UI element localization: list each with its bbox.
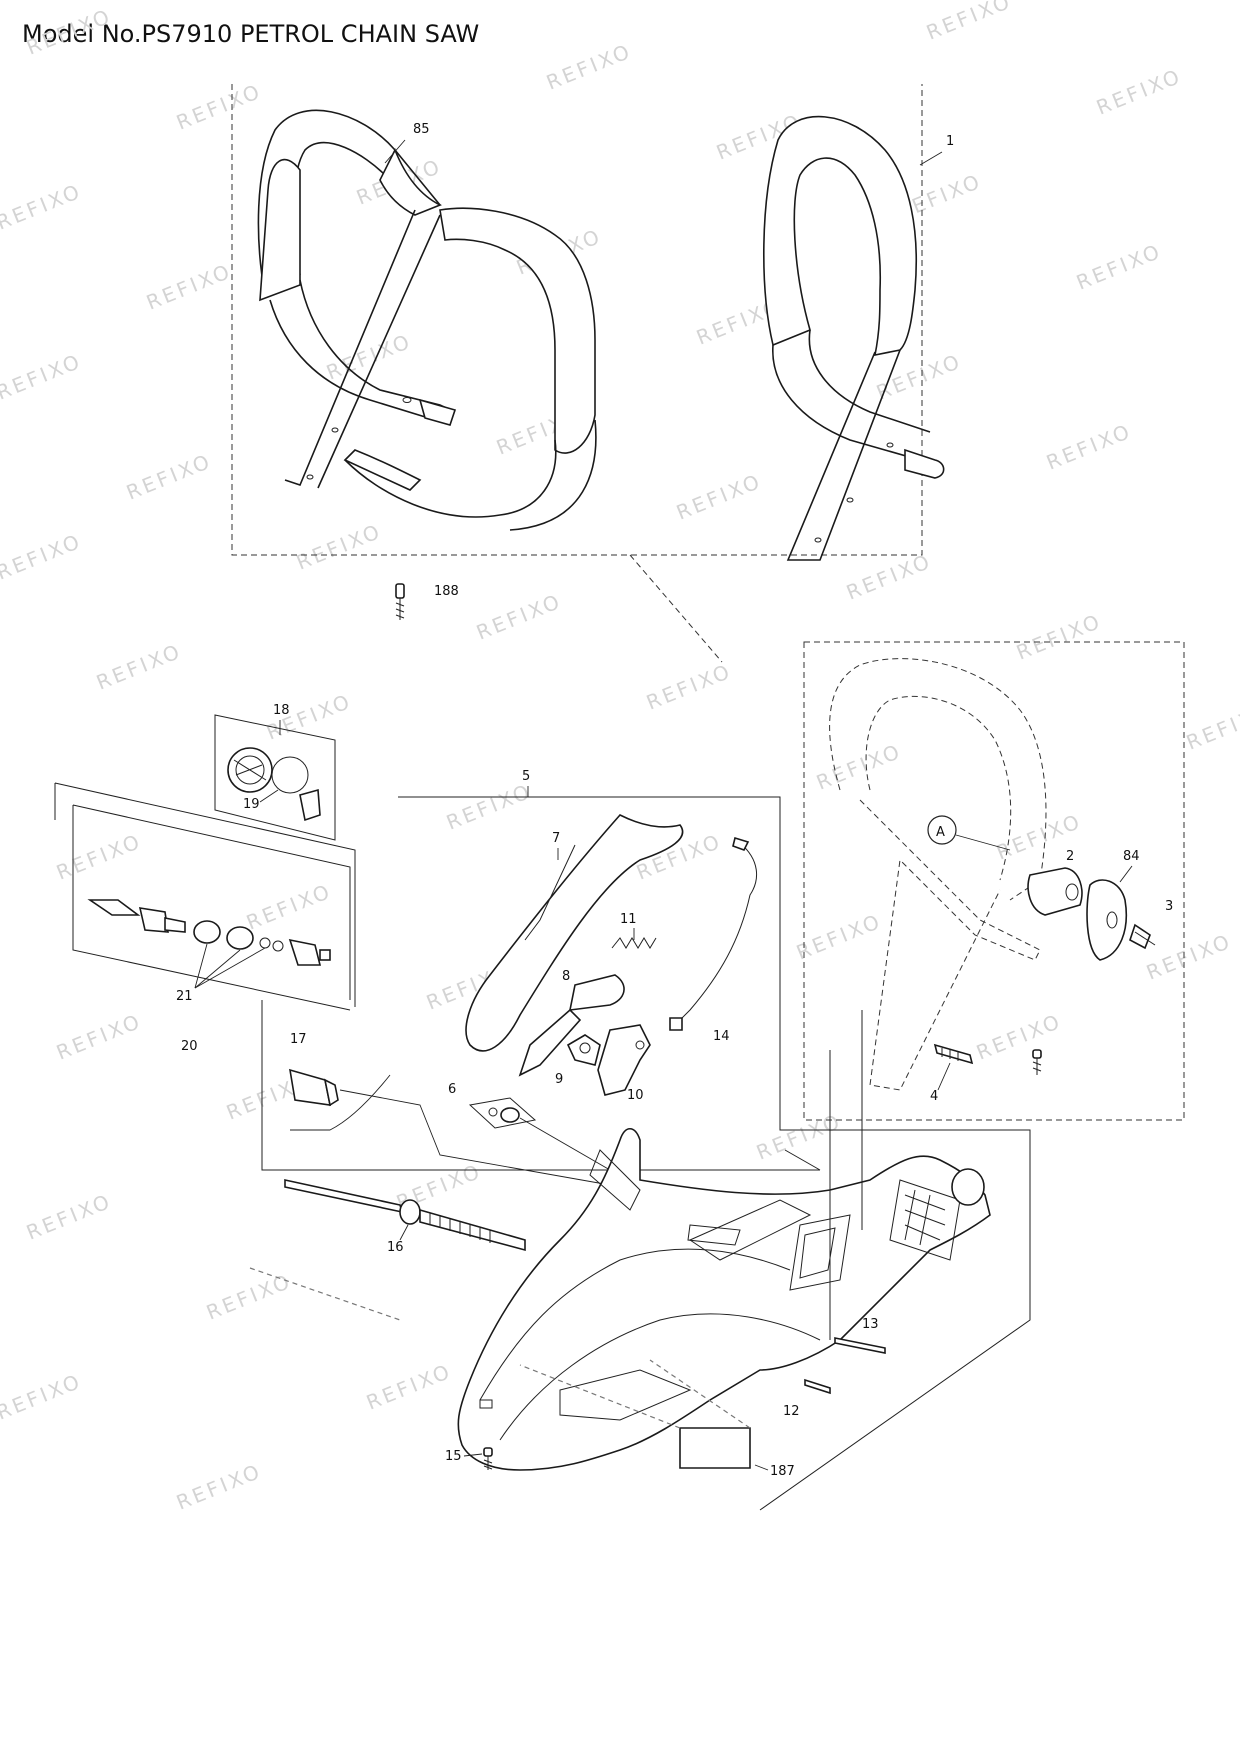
front-handle-1 [763, 115, 945, 561]
watermark: REFIXO [0, 179, 85, 235]
watermark: REFIXO [1183, 699, 1240, 755]
callout-21: 21 [176, 989, 193, 1004]
callout-10: 10 [627, 1088, 644, 1103]
callout-14: 14 [713, 1029, 730, 1044]
watermark: REFIXO [873, 349, 966, 405]
grommet-6 [468, 1097, 537, 1129]
cap-assembly-outline-18 [214, 714, 336, 841]
page-title: Model No.PS7910 PETROL CHAIN SAW [22, 20, 480, 48]
watermark: REFIXO [1143, 929, 1236, 985]
callout-84: 84 [1123, 849, 1140, 864]
watermark: REFIXO [123, 449, 216, 505]
lever-10 [597, 1024, 651, 1096]
callout-8: 8 [562, 969, 570, 984]
callout-7: 7 [552, 831, 560, 846]
callout-188: 188 [434, 584, 459, 599]
watermark: REFIXO [813, 739, 906, 795]
watermark: REFIXO [143, 259, 236, 315]
watermark: REFIXO [23, 4, 116, 60]
watermark: REFIXO [973, 1009, 1066, 1065]
switch-outline-17 [261, 1000, 820, 1171]
callout-3: 3 [1165, 899, 1173, 914]
callout-5: 5 [522, 769, 530, 784]
callout-9: 9 [555, 1072, 563, 1087]
callout-1: 1 [946, 134, 954, 149]
callout-18: 18 [273, 703, 290, 718]
throttle-cable-14 [669, 836, 758, 1031]
throttle-trigger-8 [518, 974, 625, 1077]
throttle-lock-9 [566, 1034, 601, 1066]
watermark: REFIXO [1043, 419, 1136, 475]
screw-188 [395, 583, 405, 620]
watermark: REFIXO [23, 1189, 116, 1245]
watermark: REFIXO [473, 589, 566, 645]
rear-handle-outline-5 [398, 796, 1031, 1511]
watermark: REFIXO [363, 1359, 456, 1415]
callout-19: 19 [243, 797, 260, 812]
watermark: REFIXO [0, 529, 85, 585]
watermark: REFIXO [173, 79, 266, 135]
watermark: REFIXO [293, 519, 386, 575]
watermark: REFIXO [53, 1009, 146, 1065]
callout-187: 187 [770, 1464, 795, 1479]
screw-15 [483, 1447, 493, 1470]
callout-17: 17 [290, 1032, 307, 1047]
callout-6: 6 [448, 1082, 456, 1097]
watermark: REFIXO [1073, 239, 1166, 295]
handle-cover-7 [465, 814, 684, 1052]
callout-12: 12 [783, 1404, 800, 1419]
callout-85: 85 [413, 122, 430, 137]
watermark: REFIXO [0, 349, 85, 405]
watermark: REFIXO [173, 1459, 266, 1515]
pin-12 [804, 1378, 831, 1395]
watermark: REFIXO [673, 469, 766, 525]
callout-15: 15 [445, 1449, 462, 1464]
watermark: REFIXO [0, 1369, 85, 1425]
callout-20: 20 [181, 1039, 198, 1054]
fuel-cap-18 [227, 747, 321, 822]
valve-assembly-outline-20 [54, 782, 356, 1011]
front-handle-85 [257, 109, 597, 531]
spring-11 [611, 937, 657, 949]
watermark: REFIXO [53, 829, 146, 885]
connector-line [629, 554, 723, 663]
callout-4: 4 [930, 1089, 938, 1104]
right-detail-box [803, 641, 1185, 1121]
watermark: REFIXO [1013, 609, 1106, 665]
callout-2: 2 [1066, 849, 1074, 864]
watermark: REFIXO [793, 909, 886, 965]
screw-small [1032, 1049, 1042, 1075]
screw-4 [933, 1043, 974, 1065]
switch-17 [289, 1068, 339, 1107]
watermark: REFIXO [203, 1269, 296, 1325]
callout-a: A [936, 825, 945, 840]
pin-13 [834, 1337, 886, 1354]
bolt-3 [1129, 923, 1156, 950]
valve-assembly-20 [87, 899, 331, 966]
end-cap-84 [1086, 879, 1127, 961]
bracket-2 [1027, 867, 1083, 916]
watermark: REFIXO [923, 0, 1016, 45]
watermark: REFIXO [443, 779, 536, 835]
callout-13: 13 [862, 1317, 879, 1332]
watermark: REFIXO [93, 639, 186, 695]
handle-outline-ghost [829, 658, 1047, 1091]
callout-a-circle [927, 815, 957, 845]
rear-handle-body [457, 1127, 991, 1471]
shaft-16 [284, 1179, 526, 1252]
watermark: REFIXO [843, 549, 936, 605]
callout-11: 11 [620, 912, 637, 927]
watermark: REFIXO [753, 1109, 846, 1165]
watermark: REFIXO [643, 659, 736, 715]
top-detail-box [231, 84, 923, 556]
watermark: REFIXO [543, 39, 636, 95]
label-plate-187 [679, 1427, 751, 1469]
callout-16: 16 [387, 1240, 404, 1255]
watermark: REFIXO [243, 879, 336, 935]
watermark: REFIXO [1093, 64, 1186, 120]
